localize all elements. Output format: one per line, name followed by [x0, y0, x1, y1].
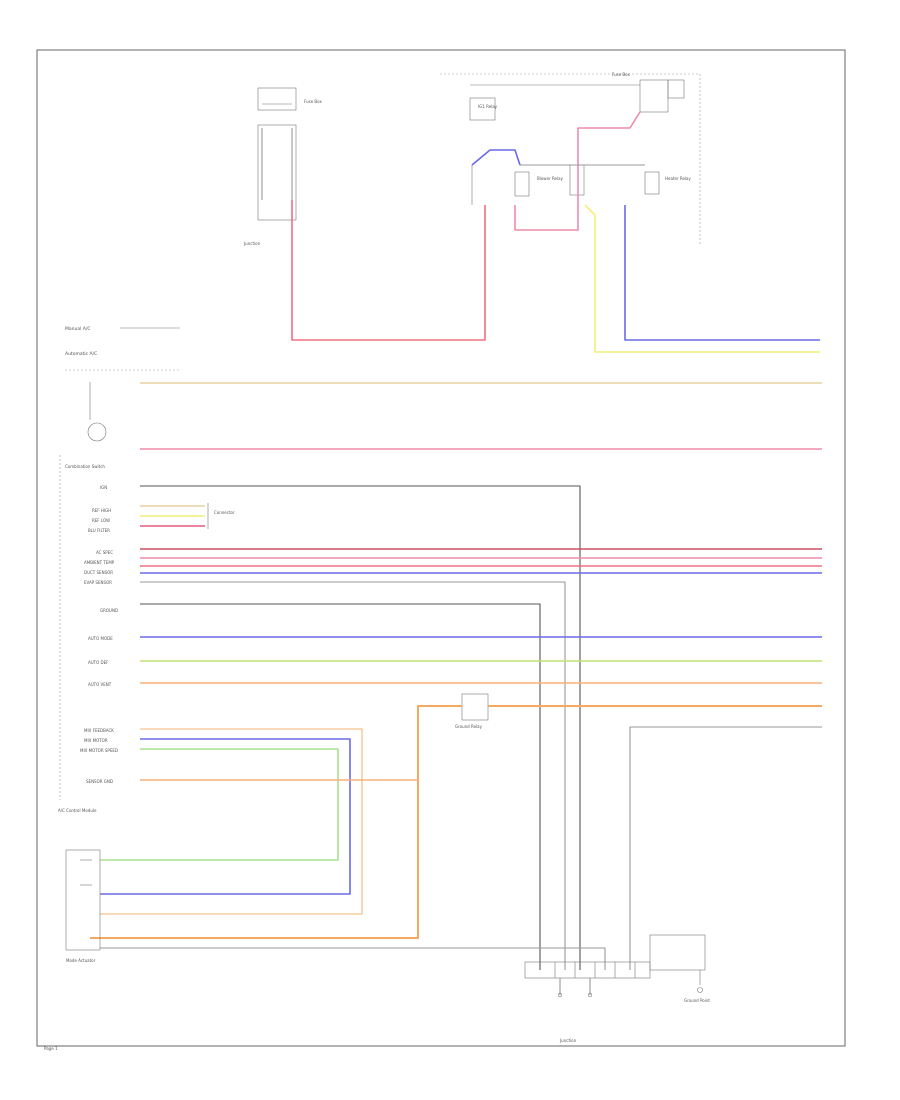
fuse-box-label: Fuse Box [304, 99, 323, 104]
wire-gray-right [629, 726, 822, 970]
wire-red-fuse [291, 200, 486, 341]
wire-orange-loop [90, 705, 462, 939]
pin-evap: EVAP SENSOR [84, 580, 112, 585]
diagram-frame [36, 49, 846, 1047]
wire-ign-gray [140, 485, 581, 970]
wire-blue-right [624, 205, 820, 341]
pin-ign: IGN [100, 485, 107, 490]
wire-blue-relay [471, 149, 521, 166]
wire-pink-relay [514, 111, 641, 231]
combination-switch-label: Combination Switch [65, 464, 105, 469]
mode-actuator-label: Mode Actuator [66, 958, 96, 963]
wire-gray-evap [140, 581, 566, 970]
pin-ref-low: REF LOW [92, 518, 110, 523]
junction-bottom-label: Junction [559, 1038, 577, 1043]
heater-relay-label: Heater Relay [665, 176, 691, 181]
blower-relay-label: Blower Relay [537, 176, 564, 181]
pin-mix-fb: MIX FEEDBACK [84, 728, 114, 733]
ground-point-label: Ground Point [684, 998, 710, 1003]
combination-switch: Combination Switch [65, 369, 180, 469]
ground-point: Ground Point [649, 934, 710, 1003]
wire-mix-speed [100, 748, 339, 861]
fuse-box-top-label: Fuse Box [612, 72, 631, 77]
wire-mix-motor [100, 738, 351, 895]
ig1-relay-label: IG1 Relay [478, 104, 498, 109]
connector-label: Connector [214, 510, 235, 515]
mode-actuator: Mode Actuator [65, 849, 606, 970]
pin-mix-speed: MIX MOTOR SPEED [80, 748, 118, 753]
footer-label: Page 1 [44, 1046, 58, 1051]
switch-dial [87, 422, 107, 442]
junction-label: Junction [243, 241, 261, 246]
wire-ground [140, 603, 541, 970]
pin-ambient: AMBIENT TEMP [84, 560, 115, 565]
wire-yellow [584, 204, 820, 353]
manual-ac-label: Manual A/C [65, 326, 91, 332]
wire-actuator-gray [100, 947, 606, 970]
ground-relay: Ground Relay [455, 693, 489, 729]
pin-auto-def: AUTO DEF [88, 660, 109, 665]
ac-module-pin-labels: IGN REF HIGH REF LOW BLU FILTER AC SPEC … [58, 455, 118, 813]
pin-mix-motor: MIX MOTOR [84, 738, 108, 743]
pin-auto-mode: AUTO MODE [88, 636, 113, 641]
pin-ground: GROUND [100, 608, 118, 613]
fuse-box: Fuse Box Junction [243, 87, 323, 246]
pin-duct: DUCT SENSOR [84, 570, 113, 575]
ground-relay-label: Ground Relay [455, 724, 483, 729]
ac-control-module-label: A/C Control Module [58, 808, 97, 813]
pin-sensor-gnd: SENSOR GND [86, 779, 113, 784]
pin-blu-filter: BLU FILTER [88, 528, 110, 533]
pin-ac-spec: AC SPEC [96, 550, 113, 555]
automatic-ac-label: Automatic A/C [65, 351, 97, 357]
pin-ref-high: REF HIGH [92, 508, 111, 513]
pin-auto-vent: AUTO VENT [88, 682, 112, 687]
bottom-junction: Junction [524, 961, 651, 1043]
wire-mix-feedback [100, 728, 363, 915]
